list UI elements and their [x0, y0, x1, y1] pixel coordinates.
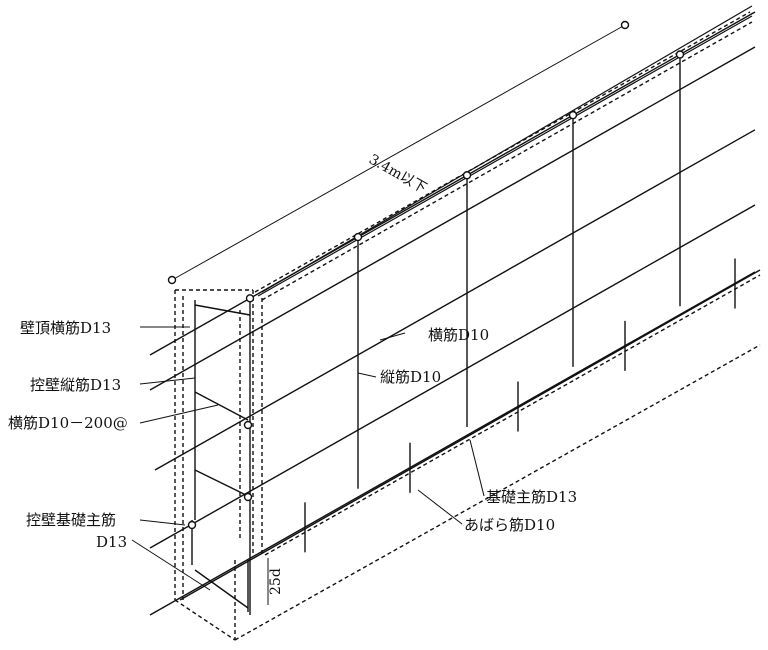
bar-intersection	[187, 520, 197, 530]
horizontal-bar	[149, 271, 756, 616]
bar-intersection	[675, 50, 685, 59]
horizontal-bar	[149, 204, 756, 549]
label-buttress-footing-main: 控壁基礎主筋	[26, 511, 116, 529]
leader-line	[139, 404, 219, 424]
bar-intersection	[353, 232, 363, 242]
length-dimension: 3.4m以下	[366, 152, 429, 197]
wall-top-outline	[254, 11, 751, 293]
label-buttress-footing-size: D13	[96, 533, 127, 551]
leader-line	[139, 519, 186, 526]
horizontal-bar	[154, 129, 756, 471]
buttress-tie	[194, 304, 251, 316]
horizontal-bar	[149, 46, 756, 391]
label-footing-main: 基礎主筋D13	[486, 488, 577, 506]
wall-top-outline	[261, 21, 753, 301]
leader-line	[417, 489, 463, 525]
bar-intersection	[568, 110, 578, 120]
footing-outline	[234, 344, 761, 641]
wall-top-rebar	[261, 5, 753, 293]
label-horizontal: 横筋D10	[428, 326, 489, 344]
leader-line	[139, 377, 196, 385]
buttress-tie	[194, 469, 249, 497]
horizontal-bar	[149, 11, 756, 356]
bar-intersection	[243, 420, 253, 430]
label-stirrup: あばら筋D10	[464, 516, 555, 534]
wall-top-rebar	[257, 15, 753, 297]
label-horizontal-pitch: 横筋D10－200@	[8, 414, 128, 432]
buttress-outline	[174, 599, 236, 641]
leader-line	[469, 439, 485, 497]
anchorage-dimension: 25d	[268, 568, 284, 595]
bar-intersection	[462, 171, 472, 180]
label-vertical: 縦筋D10	[380, 368, 441, 386]
leader-line	[379, 332, 406, 341]
buttress-tie	[194, 569, 249, 609]
bar-intersection	[245, 294, 255, 303]
label-top-horizontal: 壁頂横筋D13	[20, 319, 111, 337]
dimension-end	[620, 20, 630, 30]
label-buttress-vertical: 控壁縦筋D13	[30, 376, 121, 394]
bar-intersection	[243, 492, 253, 502]
dimension-end	[167, 275, 177, 285]
leader-line	[131, 539, 211, 591]
buttress-tie	[194, 391, 249, 421]
dimension-line	[171, 24, 626, 281]
footing-main-bar	[179, 269, 761, 601]
leader-line	[357, 372, 377, 378]
footing-outline	[264, 274, 761, 556]
